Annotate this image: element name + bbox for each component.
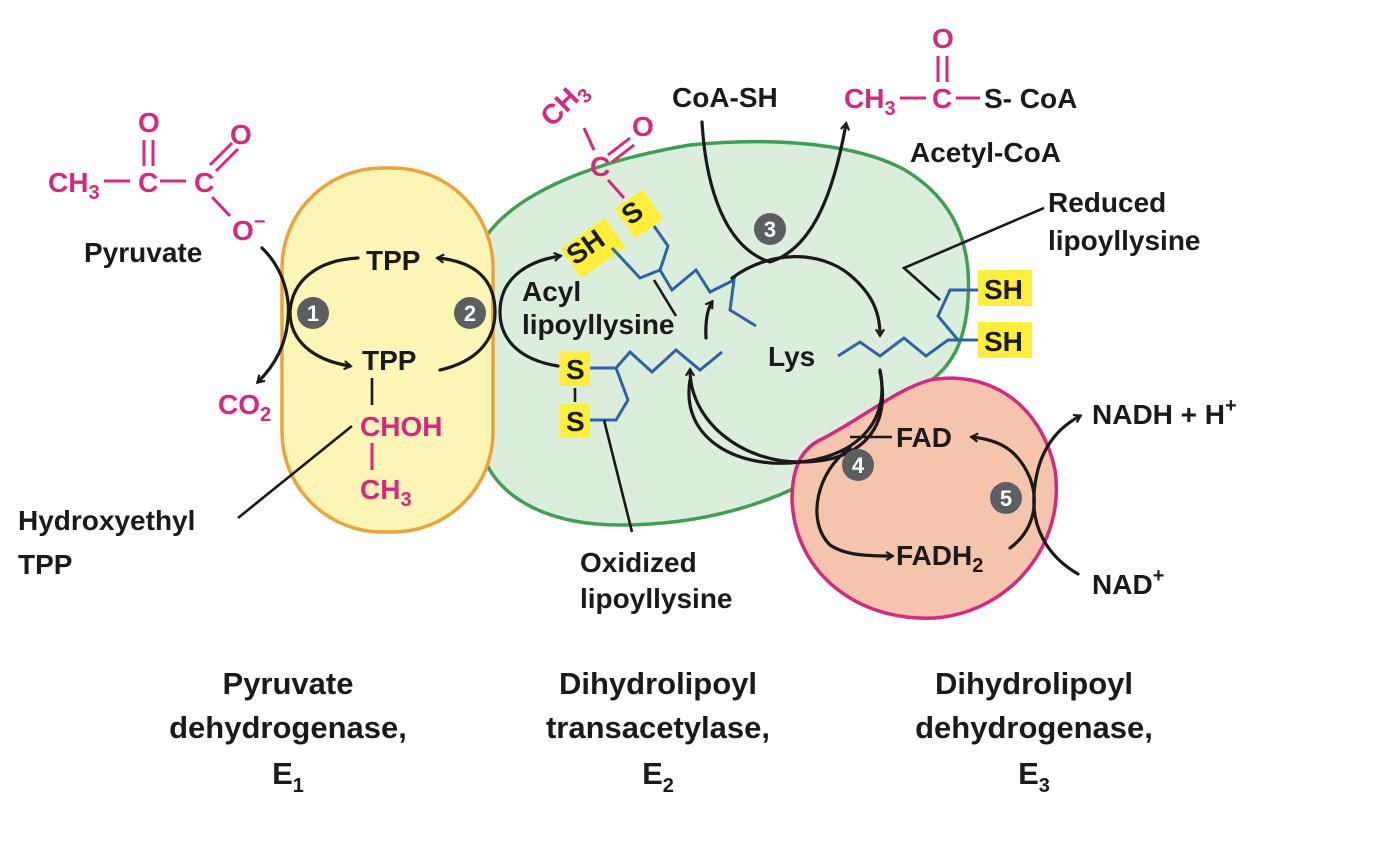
step-badge-1: 1: [297, 297, 329, 329]
chohs-label: CHOH: [360, 411, 442, 442]
lys-small-up-arrow: [704, 302, 714, 340]
svg-text:transacetylase,: transacetylase,: [546, 710, 770, 745]
enzyme-label-e1: Pyruvate dehydrogenase, E1: [169, 666, 407, 797]
e1-ch3-label: CH3: [360, 474, 412, 511]
tpp-bottom-label: TPP: [362, 345, 416, 376]
acyl-lipoyllysine-label-line2: lipoyllysine: [522, 309, 675, 340]
svg-text:C: C: [138, 167, 158, 198]
tpp-top-label: TPP: [366, 245, 420, 276]
step-badge-3: 3: [754, 213, 786, 245]
svg-text:4: 4: [852, 453, 865, 478]
pyruvate-label: Pyruvate: [84, 237, 202, 268]
svg-text:2: 2: [464, 301, 476, 326]
svg-text:C: C: [932, 83, 952, 114]
svg-text:SH: SH: [984, 274, 1023, 305]
step5-fad-arrow: [972, 437, 1036, 550]
step2-tpp-arrow: [438, 258, 497, 372]
reduced-lipoyllysine-label-line2: lipoyllysine: [1048, 225, 1201, 256]
oxidized-lipoyllysine-label-line2: lipoyllysine: [580, 583, 733, 614]
step-badge-5: 5: [990, 482, 1022, 514]
reduced-lipoyllysine-label-line1: Reduced: [1048, 187, 1166, 218]
step3-arrow: [730, 255, 880, 335]
svg-text:E1: E1: [272, 756, 304, 797]
oxidized-lipoyllysine-label-line1: Oxidized: [580, 547, 697, 578]
svg-text:E2: E2: [642, 756, 674, 797]
svg-text:CH3: CH3: [48, 167, 100, 204]
svg-text:Dihydrolipoyl: Dihydrolipoyl: [559, 666, 757, 701]
fadh2-label: FADH2: [896, 540, 983, 577]
svg-text:S- CoA: S- CoA: [984, 83, 1077, 114]
svg-text:1: 1: [307, 301, 319, 326]
pyruvate-to-co2-arrow: [258, 246, 290, 382]
hydroxyethyl-tpp-label-line1: Hydroxyethyl: [18, 505, 195, 536]
enzyme-label-e2: Dihydrolipoyl transacetylase, E2: [546, 666, 770, 797]
svg-text:O: O: [138, 107, 160, 138]
svg-text:CH3: CH3: [534, 74, 597, 137]
pyruvate-structure: CH3 C C O O O−: [48, 107, 265, 246]
fad-label: FAD: [896, 422, 952, 453]
svg-text:CH3: CH3: [844, 83, 896, 120]
svg-text:C: C: [194, 167, 214, 198]
svg-text:5: 5: [1000, 486, 1012, 511]
reduced-sh-top: SH: [978, 270, 1032, 306]
acyl-lipoyl-chain: [652, 225, 757, 328]
svg-text:C: C: [590, 151, 610, 182]
svg-text:E3: E3: [1018, 756, 1050, 797]
svg-text:SH: SH: [984, 326, 1023, 357]
svg-text:dehydrogenase,: dehydrogenase,: [169, 710, 407, 745]
step4-arrow: [815, 446, 892, 556]
co2-label: CO2: [218, 389, 271, 426]
step-badge-2: 2: [454, 297, 486, 329]
acyl-lipoyllysine-label-line1: Acyl: [522, 276, 581, 307]
svg-text:S: S: [566, 406, 585, 437]
lys-cycle-arrow-bottom: [690, 370, 885, 464]
oxidized-leader: [602, 419, 634, 533]
svg-text:Dihydrolipoyl: Dihydrolipoyl: [935, 666, 1133, 701]
svg-text:O−: O−: [232, 211, 265, 246]
oxidized-s-bottom: S: [560, 404, 590, 438]
acyl-leader: [652, 279, 678, 317]
svg-text:3: 3: [764, 217, 776, 242]
svg-text:dehydrogenase,: dehydrogenase,: [915, 710, 1153, 745]
acetyl-coa-structure: CH3 C O S- CoA: [844, 23, 1077, 120]
reduced-lipoyl-chain: [837, 288, 978, 358]
hydroxyethyl-tpp-label-line2: TPP: [18, 549, 72, 580]
coa-to-acetylcoa-arrow: [700, 120, 846, 264]
svg-text:S: S: [566, 354, 585, 385]
acetyl-coa-label: Acetyl-CoA: [910, 137, 1061, 168]
nadh-label: NADH + H+: [1092, 395, 1237, 430]
enzyme-label-e3: Dihydrolipoyl dehydrogenase, E3: [915, 666, 1153, 797]
coa-sh-label: CoA-SH: [672, 82, 778, 113]
svg-text:Pyruvate: Pyruvate: [223, 666, 354, 701]
svg-text:O: O: [230, 119, 252, 150]
step2-acyl-arrow: [498, 256, 560, 368]
lys-label: Lys: [768, 341, 815, 372]
step1-arrow: [288, 256, 360, 366]
hydroxyethyl-tpp-leader: [237, 424, 353, 520]
oxidized-s-top: S: [560, 352, 590, 386]
step-badge-4: 4: [842, 449, 874, 481]
nad-label: NAD+: [1092, 565, 1164, 600]
reduced-sh-bottom: SH: [978, 322, 1032, 358]
step5-nad-arrow: [1032, 416, 1080, 576]
svg-text:O: O: [932, 23, 954, 54]
svg-text:O: O: [632, 111, 654, 142]
reduced-leader: [901, 206, 1045, 301]
